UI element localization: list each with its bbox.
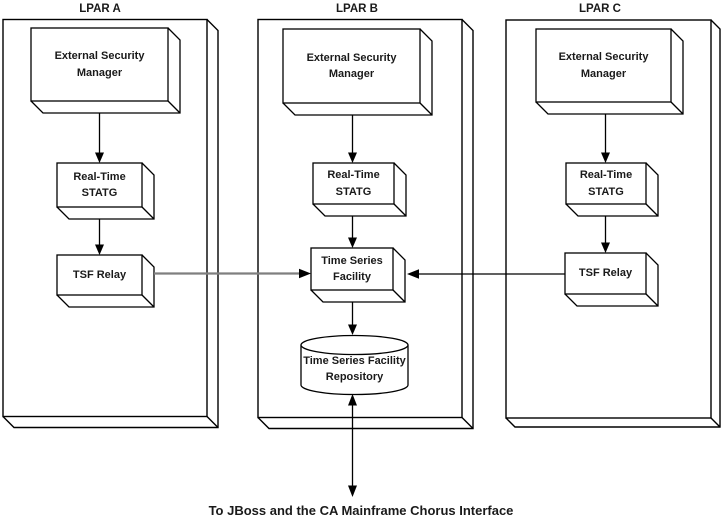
statg-c-box xyxy=(565,162,659,217)
arrow-statg-c-to-relay-c xyxy=(601,216,610,253)
arrow-esm-c-to-statg-c xyxy=(601,114,610,163)
statg-b-box xyxy=(312,162,407,217)
esm-b-box xyxy=(282,28,433,116)
tsf-relay-c-box xyxy=(564,252,659,307)
esm-a-box xyxy=(30,27,181,114)
connector-relay-a-to-facility xyxy=(154,268,311,279)
arrow-statg-a-to-relay-a xyxy=(95,219,104,255)
connector-relay-c-to-facility xyxy=(407,269,565,279)
time-series-facility-box xyxy=(310,247,406,303)
arrow-facility-to-repository xyxy=(348,302,357,335)
esm-c-box xyxy=(535,28,684,115)
tsf-relay-a-box xyxy=(56,254,155,308)
lpar-a-title: LPAR A xyxy=(79,3,121,15)
statg-a-box xyxy=(56,162,155,220)
footer-caption: To JBoss and the CA Mainframe Chorus Int… xyxy=(208,503,514,518)
arrow-statg-b-to-facility xyxy=(348,216,357,248)
lpar-c-title: LPAR C xyxy=(579,3,621,15)
repository-cylinder xyxy=(300,334,409,396)
arrow-esm-b-to-statg-b xyxy=(348,115,357,163)
arrow-repository-to-jboss xyxy=(348,394,357,497)
lpar-b-title: LPAR B xyxy=(336,3,378,15)
lpar-c-container xyxy=(505,19,721,428)
arrow-esm-a-to-statg-a xyxy=(95,113,104,163)
